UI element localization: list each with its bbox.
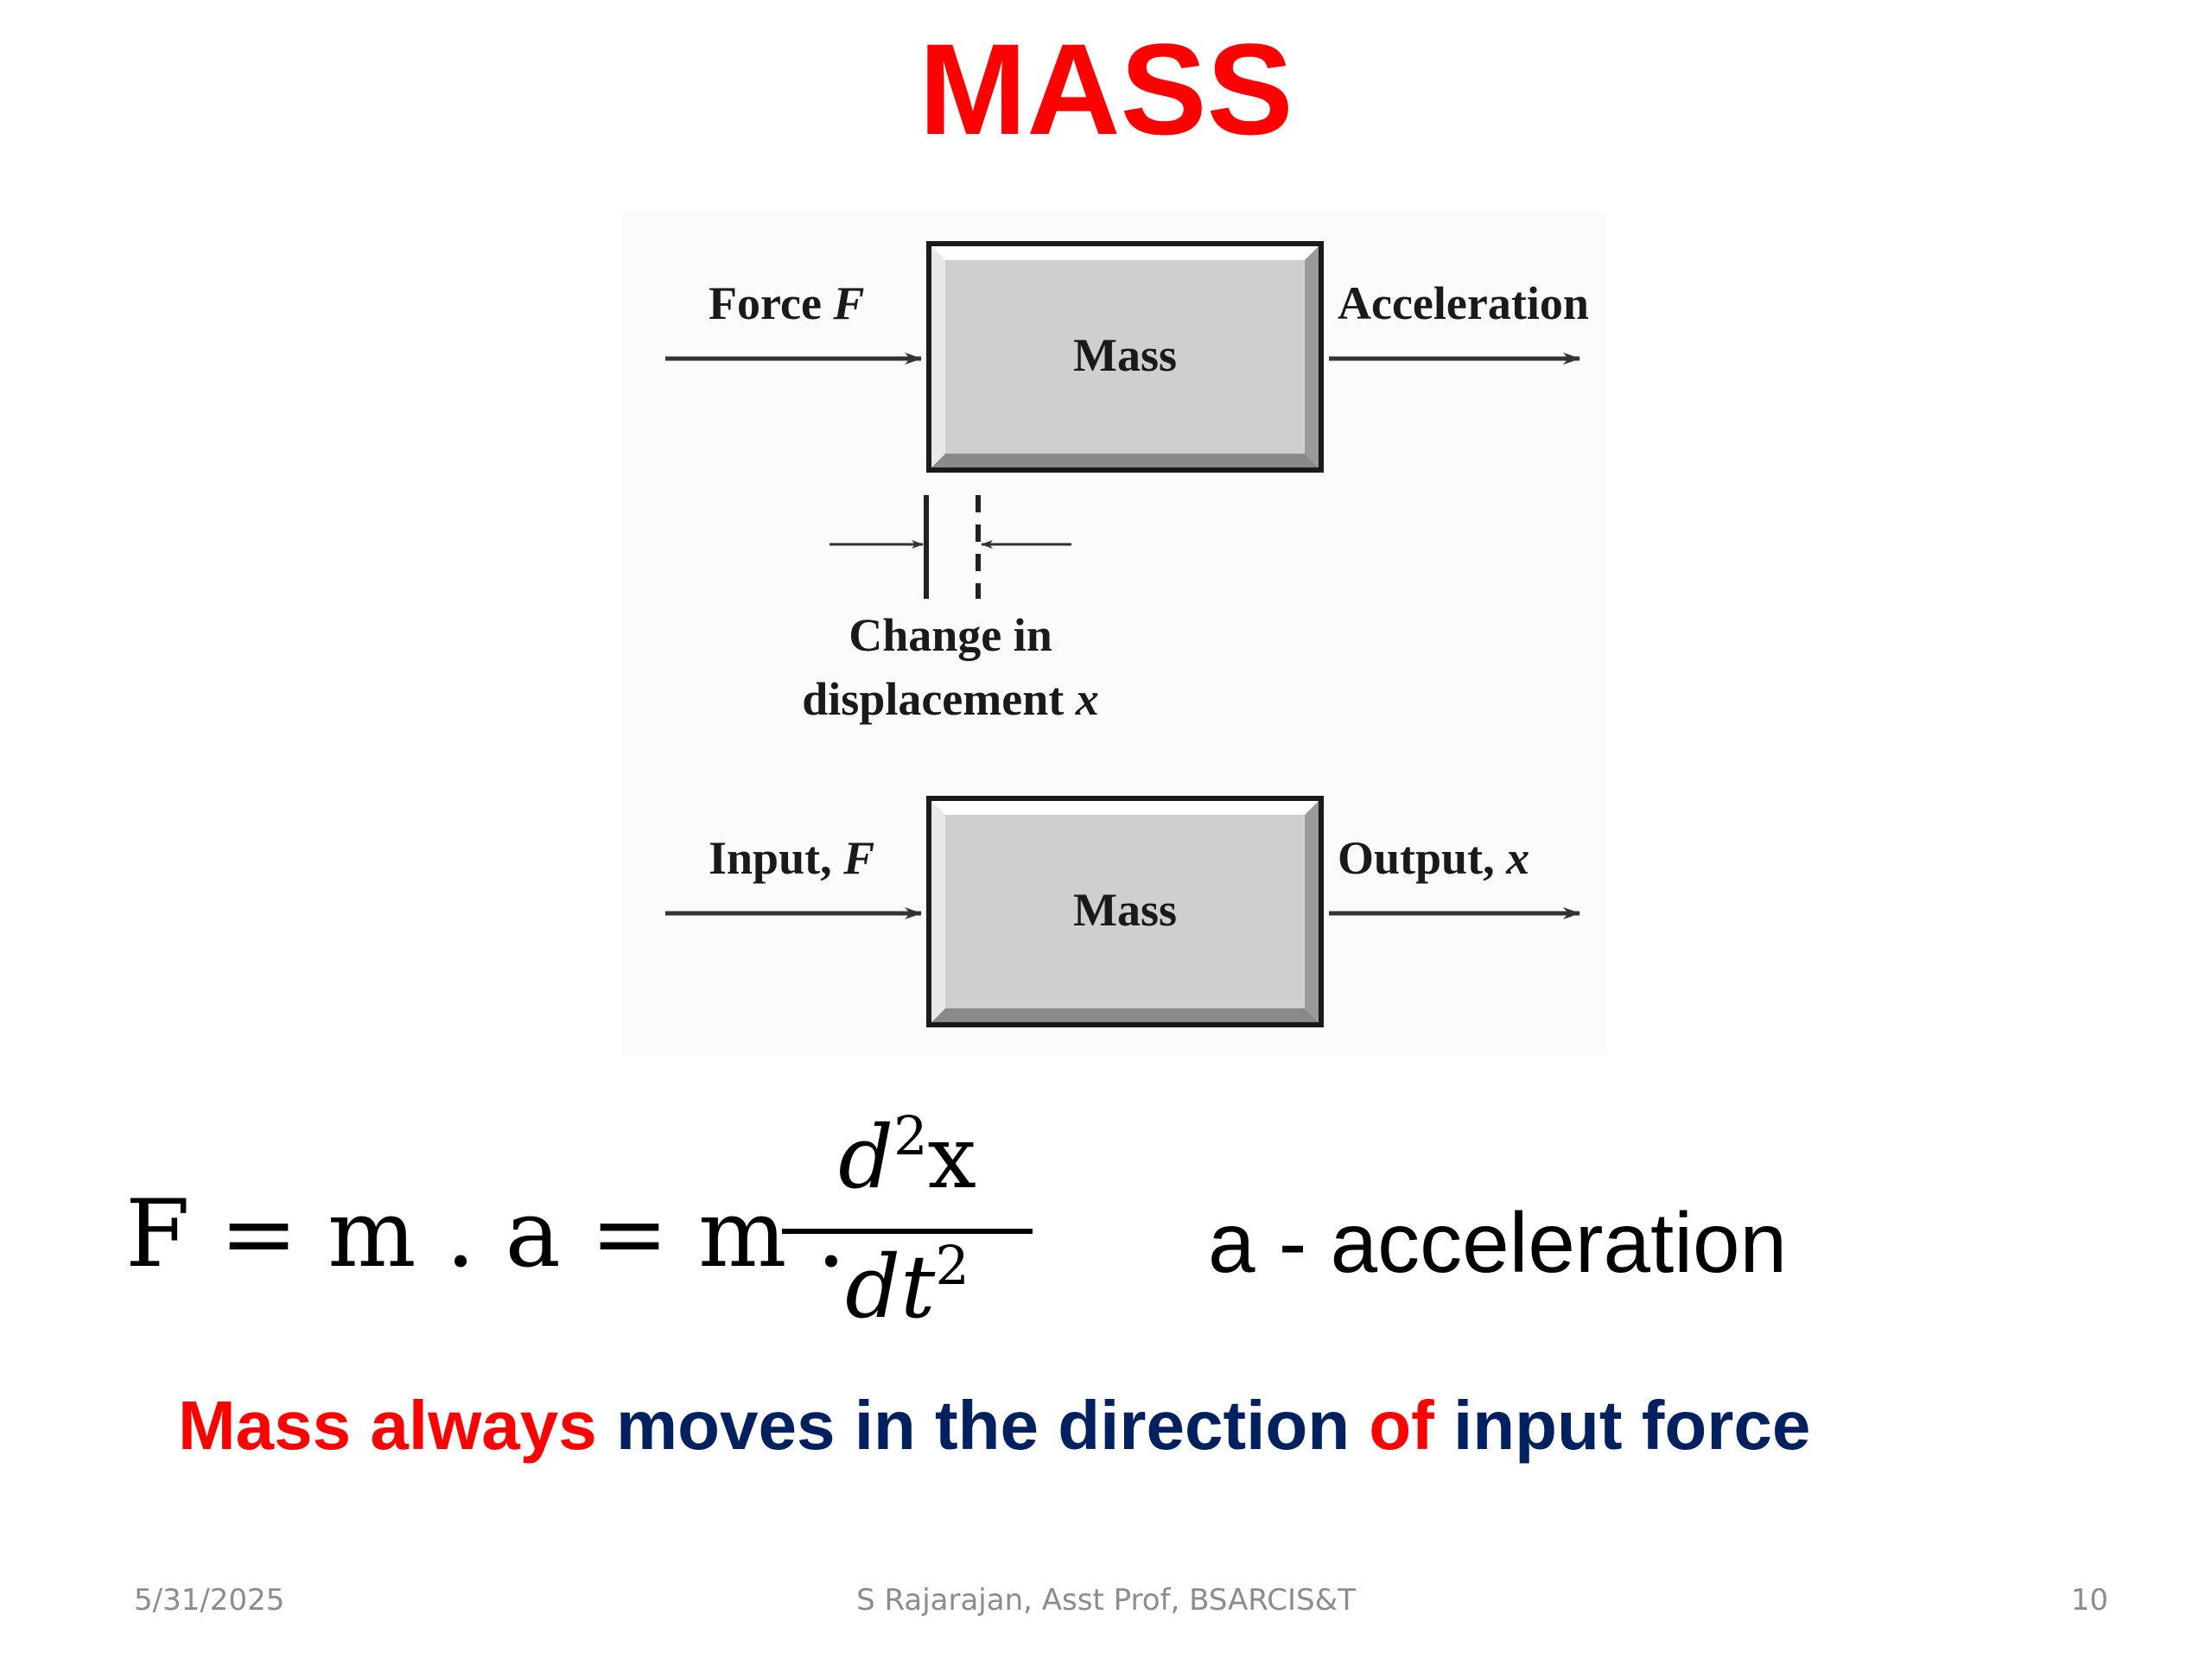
newton-equation: F = m . a = m . d2x dt2 <box>125 1106 1033 1348</box>
bottom-mass-block: Mass <box>926 796 1324 1027</box>
top-block-label: Mass <box>1073 329 1177 381</box>
output-label: Output, x <box>1338 832 1529 884</box>
displacement-label-line2: displacement x <box>802 673 1099 725</box>
input-label: Input, F <box>709 832 874 884</box>
displacement-marker <box>830 495 1071 599</box>
fraction-denominator: dt2 <box>845 1234 969 1338</box>
equation-lhs: F = m . a = m . <box>125 1180 847 1288</box>
slide-number: 10 <box>2070 1583 2108 1618</box>
slide-title: MASS <box>918 16 1294 162</box>
top-mass-block: Mass <box>926 241 1324 473</box>
key-statement: Mass always moves in the direction of in… <box>178 1387 1811 1464</box>
bottom-block-label: Mass <box>1073 884 1177 936</box>
mass-block-diagram: Mass Force F Acceleration Change in disp… <box>622 212 1607 1054</box>
footer-author: S Rajarajan, Asst Prof, BSARCIS&T <box>856 1583 1356 1618</box>
fraction-numerator: d2x <box>838 1104 976 1208</box>
fraction-bar <box>782 1229 1033 1234</box>
acceleration-output-label: Acceleration <box>1338 277 1589 329</box>
second-derivative-fraction: d2x dt2 <box>765 1106 1050 1348</box>
footer-date: 5/31/2025 <box>134 1583 285 1618</box>
acceleration-legend: a - acceleration <box>1208 1195 1788 1290</box>
displacement-label-line1: Change in <box>849 609 1052 661</box>
force-input-label: Force F <box>709 277 864 329</box>
